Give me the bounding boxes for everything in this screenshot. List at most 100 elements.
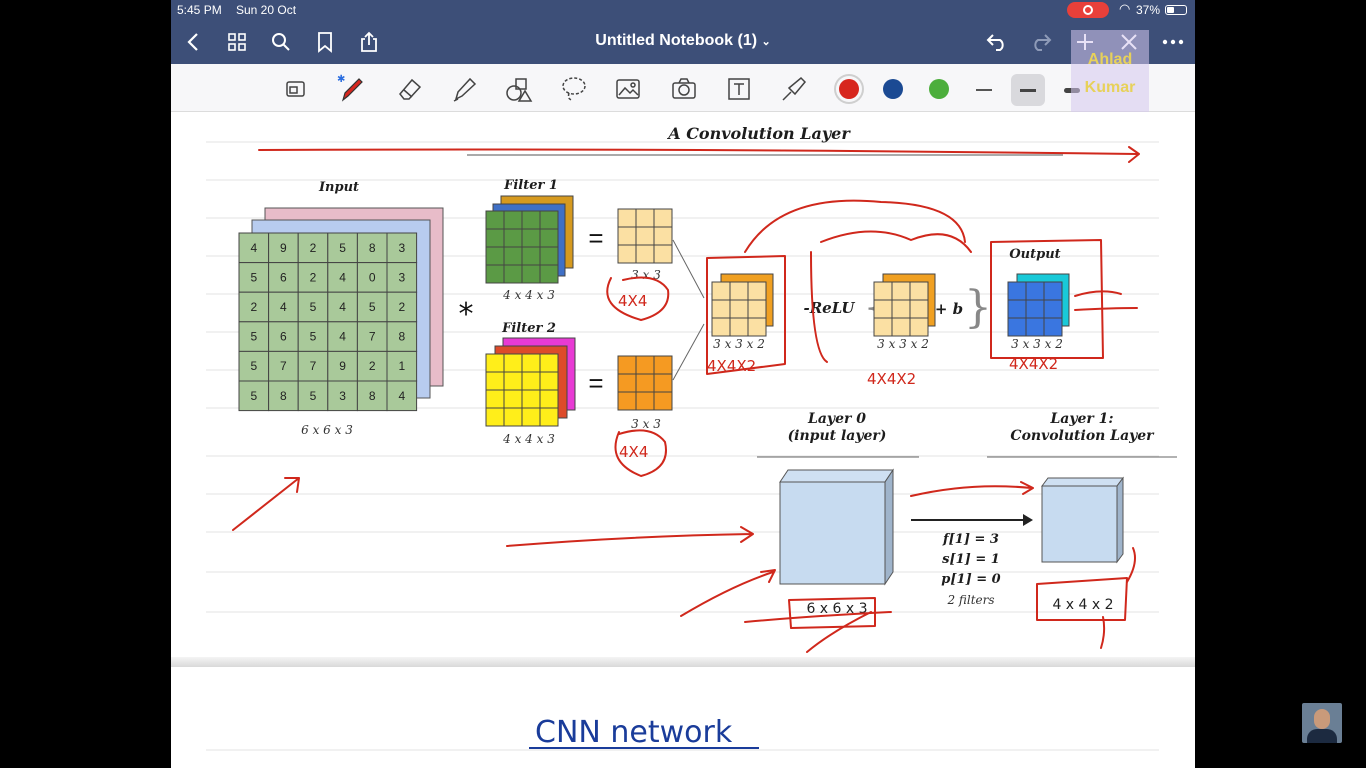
filter1-cell [485, 228, 505, 248]
input-value: 9 [339, 359, 346, 373]
color-blue-swatch[interactable] [883, 79, 903, 99]
ink-4x4x2-b: 4X4X2 [867, 370, 916, 388]
result2-dims: 3 x 3 [631, 417, 661, 431]
filter2-cell [539, 371, 559, 391]
input-cell [238, 232, 270, 264]
stacked-cell [747, 281, 767, 301]
input-value: 1 [398, 359, 405, 373]
filter2-cell [521, 371, 541, 391]
input-cell [238, 321, 270, 352]
watermark-line2: Kumar [1084, 79, 1136, 96]
input-value: 5 [250, 389, 257, 403]
back-icon[interactable] [179, 28, 207, 56]
share-icon[interactable] [355, 28, 383, 56]
stacked-cell [729, 281, 749, 301]
input-value: 4 [339, 270, 346, 284]
input-value: 5 [310, 330, 317, 344]
line-width-medium[interactable] [1011, 74, 1045, 106]
filter2-cell [485, 353, 505, 373]
input-value: 6 [280, 270, 287, 284]
input-cell [297, 350, 329, 382]
input-cell [356, 232, 388, 264]
input-value: 2 [310, 241, 317, 255]
input-cell [356, 262, 388, 293]
output-cell [1043, 317, 1063, 337]
camera-icon[interactable] [667, 72, 701, 106]
layer0-title: Layer 0 [807, 411, 866, 427]
notebook-title-text: Untitled Notebook (1) [595, 32, 758, 49]
filter2-dims: 4 x 4 x 3 [502, 432, 555, 446]
highlighter-icon[interactable] [447, 72, 481, 106]
filter2-cell [485, 389, 505, 409]
input-value: 3 [339, 389, 346, 403]
zoom-icon[interactable] [279, 72, 313, 106]
filter1-cell [485, 264, 505, 284]
biased-cell [873, 299, 893, 319]
biased-cell [891, 317, 911, 337]
more-icon[interactable] [1159, 28, 1187, 56]
input-value: 4 [339, 330, 346, 344]
bookmark-icon[interactable] [311, 28, 339, 56]
undo-icon[interactable] [983, 28, 1011, 56]
filter2-cell [539, 407, 559, 427]
filter1-cell [539, 228, 559, 248]
filter2-cell [503, 371, 523, 391]
input-value: 4 [339, 300, 346, 314]
figure-title: A Convolution Layer [666, 124, 851, 143]
filter2-label: Filter 2 [501, 321, 556, 336]
pen-icon[interactable]: ✱ [335, 72, 369, 106]
lasso-icon[interactable] [557, 72, 591, 106]
biased-cell [909, 281, 929, 301]
status-bar: 5:45 PM Sun 20 Oct ◠ 37% [171, 0, 1195, 20]
hyperparam-s: s[1] = 1 [942, 552, 1000, 567]
result2-cell [653, 373, 673, 393]
status-date: Sun 20 Oct [236, 3, 297, 17]
biased-cell [873, 317, 893, 337]
result2-cell [617, 373, 637, 393]
hyperparam-filters: 2 filters [946, 593, 994, 607]
text-icon[interactable] [722, 72, 756, 106]
search-icon[interactable] [267, 28, 295, 56]
filter1-grid [485, 210, 559, 284]
input-value: 8 [398, 330, 405, 344]
filter1-cell [521, 264, 541, 284]
watermark-line1: Ahlad [1087, 51, 1133, 68]
image-icon[interactable] [611, 72, 645, 106]
biased-cell [909, 299, 929, 319]
drawing-toolbar: ✱ [171, 64, 1195, 112]
stacked-dims: 3 x 3 x 2 [713, 337, 765, 351]
input-cell [327, 380, 358, 412]
eraser-icon[interactable] [393, 72, 427, 106]
output-cell [1025, 281, 1045, 301]
line-width-thin[interactable] [967, 74, 1001, 106]
stacked-cell [729, 299, 749, 319]
ink-4x4x2-a: 4X4X2 [707, 357, 756, 375]
notebook-title-button[interactable]: Untitled Notebook (1) ⌄ [595, 32, 770, 49]
input-value: 5 [250, 330, 257, 344]
battery-percent: 37% [1136, 3, 1161, 17]
presenter-webcam-avatar [1302, 703, 1342, 743]
notebook-app: 5:45 PM Sun 20 Oct ◠ 37% Untitled Notebo… [171, 0, 1195, 768]
result1-cell [653, 208, 673, 228]
battery-icon [1165, 5, 1187, 15]
filter2-cell [521, 389, 541, 409]
thumbnails-grid-icon[interactable] [223, 28, 251, 56]
color-green-swatch[interactable] [929, 79, 949, 99]
biased-dims: 3 x 3 x 2 [877, 337, 929, 351]
laser-pointer-icon[interactable] [777, 72, 811, 106]
input-value: 7 [369, 330, 376, 344]
page-break [171, 657, 1195, 667]
output-cell [1025, 299, 1045, 319]
input-value: 5 [310, 300, 317, 314]
input-cell [268, 350, 299, 382]
status-time: 5:45 PM [177, 3, 222, 17]
result1-cell [653, 226, 673, 246]
input-value: 2 [310, 270, 317, 284]
filter1-cell [503, 210, 523, 230]
input-value: 8 [369, 241, 376, 255]
shapes-icon[interactable] [501, 72, 535, 106]
redo-icon[interactable] [1027, 28, 1055, 56]
input-cell [386, 380, 418, 412]
color-red-swatch[interactable] [839, 79, 859, 99]
